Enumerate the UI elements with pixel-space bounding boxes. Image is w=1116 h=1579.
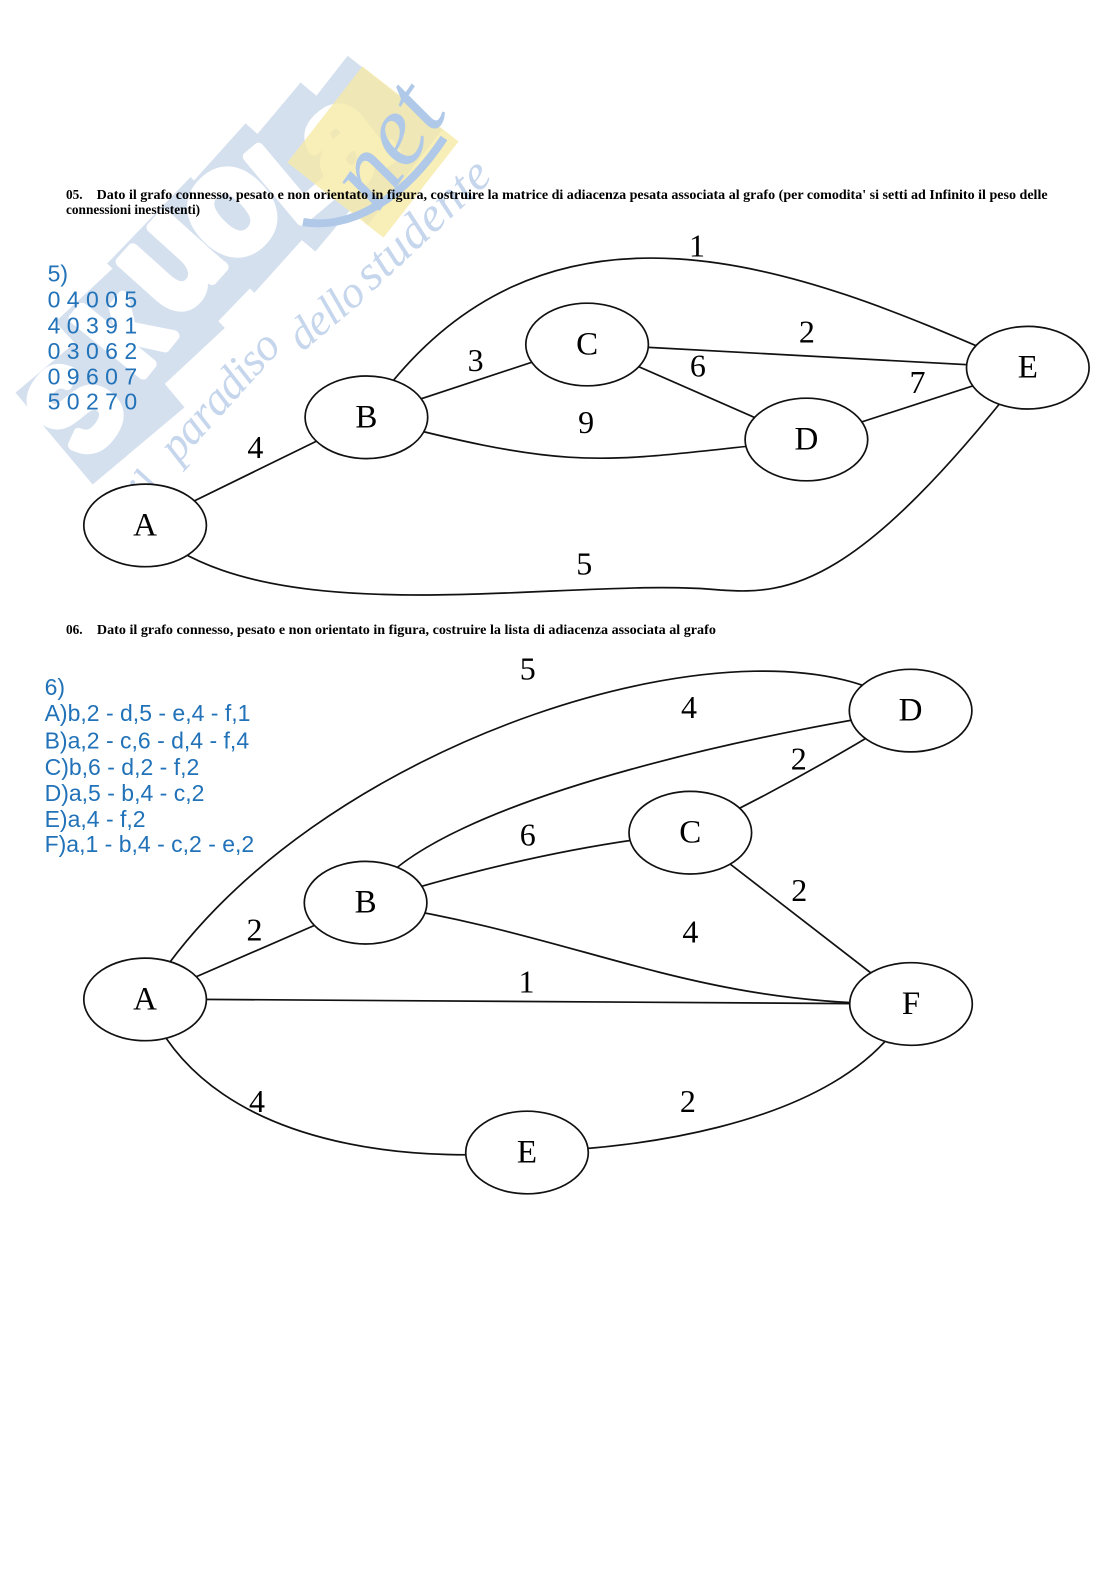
svg-text:0 4 0 0 5: 0 4 0 0 5 xyxy=(48,287,138,313)
svg-text:Dato il grafo connesso, pesato: Dato il grafo connesso, pesato e non ori… xyxy=(97,187,1048,202)
svg-text:E: E xyxy=(1018,350,1038,386)
svg-text:06.: 06. xyxy=(66,622,83,637)
svg-text:4: 4 xyxy=(247,429,263,465)
svg-text:connessioni inestistenti): connessioni inestistenti) xyxy=(66,202,200,217)
svg-text:E: E xyxy=(517,1135,537,1171)
svg-text:1: 1 xyxy=(519,963,535,999)
svg-text:E)a,4 - f,2: E)a,4 - f,2 xyxy=(45,806,146,832)
svg-text:6: 6 xyxy=(520,817,536,853)
svg-text:4: 4 xyxy=(682,913,698,949)
svg-text:4 0 3 9 1: 4 0 3 9 1 xyxy=(48,313,138,339)
svg-text:A)b,2 - d,5 - e,4 - f,1: A)b,2 - d,5 - e,4 - f,1 xyxy=(45,700,251,726)
svg-text:2: 2 xyxy=(791,740,807,776)
svg-text:2: 2 xyxy=(799,314,815,350)
svg-text:5 0 2 7 0: 5 0 2 7 0 xyxy=(48,389,138,415)
svg-text:3: 3 xyxy=(468,342,484,378)
svg-text:B)a,2 - c,6 - d,4 - f,4: B)a,2 - c,6 - d,4 - f,4 xyxy=(45,728,250,754)
svg-text:0 9 6 0 7: 0 9 6 0 7 xyxy=(48,364,138,390)
svg-text:D)a,5 - b,4 - c,2: D)a,5 - b,4 - c,2 xyxy=(45,780,205,806)
svg-text:9: 9 xyxy=(578,404,594,440)
svg-text:D: D xyxy=(899,693,923,729)
svg-text:5): 5) xyxy=(48,260,68,286)
svg-text:2: 2 xyxy=(791,872,807,908)
svg-text:5: 5 xyxy=(520,651,536,687)
svg-text:2: 2 xyxy=(247,912,263,948)
svg-text:C: C xyxy=(576,327,598,363)
svg-text:D: D xyxy=(794,422,818,458)
svg-text:0 3 0 6 2: 0 3 0 6 2 xyxy=(48,338,138,364)
svg-text:dello: dello xyxy=(277,267,375,360)
svg-text:B: B xyxy=(355,399,377,435)
svg-text:F)a,1 - b,4 - c,2 - e,2: F)a,1 - b,4 - c,2 - e,2 xyxy=(45,831,255,857)
svg-text:A: A xyxy=(133,507,157,543)
svg-text:4: 4 xyxy=(681,689,697,725)
svg-text:A: A xyxy=(133,981,157,1017)
svg-text:6): 6) xyxy=(45,674,65,700)
svg-text:C: C xyxy=(679,815,701,851)
svg-text:2: 2 xyxy=(680,1083,696,1119)
svg-text:7: 7 xyxy=(910,364,926,400)
svg-text:F: F xyxy=(902,986,920,1022)
svg-text:C)b,6 - d,2 - f,2: C)b,6 - d,2 - f,2 xyxy=(45,754,200,780)
svg-text:B: B xyxy=(355,885,377,921)
svg-text:1: 1 xyxy=(689,227,705,263)
svg-text:5: 5 xyxy=(576,546,592,582)
svg-text:4: 4 xyxy=(249,1083,265,1119)
svg-text:Dato il grafo connesso, pesato: Dato il grafo connesso, pesato e non ori… xyxy=(97,622,716,637)
svg-text:6: 6 xyxy=(690,347,706,383)
svg-text:05.: 05. xyxy=(66,187,83,202)
